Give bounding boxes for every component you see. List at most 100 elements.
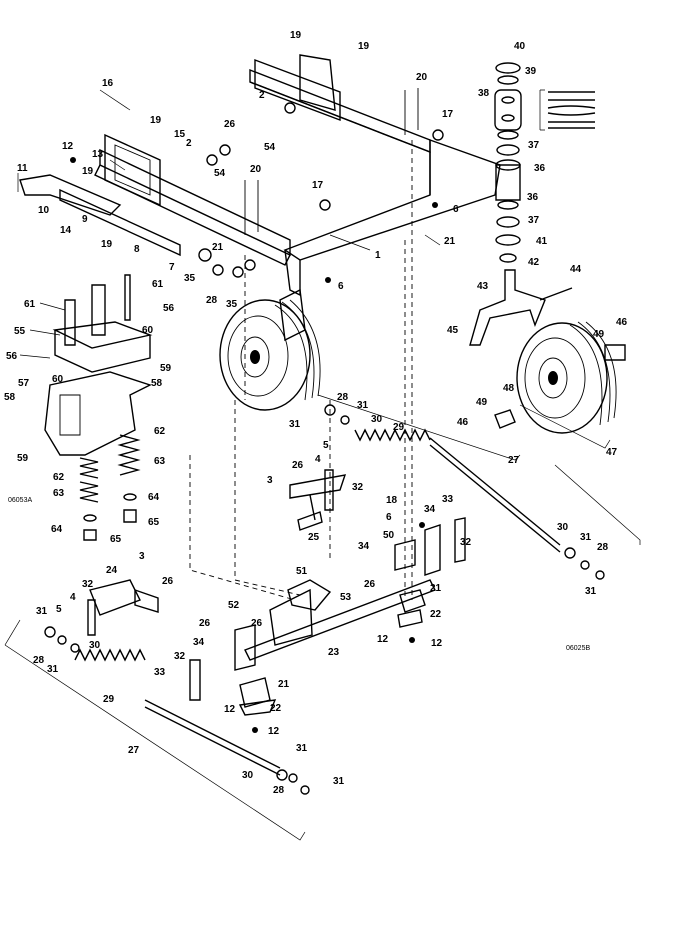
label-5: 5 bbox=[323, 440, 329, 451]
label-57: 57 bbox=[18, 378, 30, 389]
label-31g: 31 bbox=[296, 743, 308, 754]
label-63: 63 bbox=[154, 456, 166, 467]
label-22b: 22 bbox=[270, 703, 282, 714]
label-31c: 31 bbox=[580, 532, 592, 543]
label-19e: 19 bbox=[101, 239, 113, 250]
label-30d: 30 bbox=[242, 770, 254, 781]
label-7: 7 bbox=[169, 262, 175, 273]
label-12: 12 bbox=[62, 141, 74, 152]
label-26f: 26 bbox=[251, 618, 263, 629]
label-62b: 62 bbox=[53, 472, 65, 483]
label-19c: 19 bbox=[150, 115, 162, 126]
label-18: 18 bbox=[386, 495, 398, 506]
spring-mount-detail bbox=[44, 274, 153, 541]
label-56b: 56 bbox=[163, 303, 175, 314]
springs-rods bbox=[4, 394, 641, 841]
label-26d: 26 bbox=[364, 579, 376, 590]
label-8: 8 bbox=[134, 244, 140, 255]
label-12b: 12 bbox=[377, 634, 389, 645]
label-6: 6 bbox=[453, 204, 459, 215]
label-61: 61 bbox=[24, 299, 36, 310]
label-31d: 31 bbox=[585, 586, 597, 597]
label-31: 31 bbox=[289, 419, 301, 430]
label-59: 59 bbox=[160, 363, 172, 374]
label-32c: 32 bbox=[82, 579, 94, 590]
label-54b: 54 bbox=[264, 142, 276, 153]
label-28b: 28 bbox=[206, 295, 218, 306]
label-21: 21 bbox=[444, 236, 456, 247]
label-62: 62 bbox=[154, 426, 166, 437]
caster-assembly-right bbox=[469, 62, 626, 449]
label-27: 27 bbox=[508, 455, 520, 466]
figure-code-left: 06053A bbox=[8, 497, 32, 504]
label-12c: 12 bbox=[431, 638, 443, 649]
label-58: 58 bbox=[4, 392, 16, 403]
label-44: 44 bbox=[570, 264, 582, 275]
label-59b: 59 bbox=[17, 453, 29, 464]
label-49: 49 bbox=[593, 329, 605, 340]
label-38: 38 bbox=[478, 88, 490, 99]
label-19d: 19 bbox=[82, 166, 94, 177]
label-39: 39 bbox=[525, 66, 537, 77]
label-12d: 12 bbox=[224, 704, 236, 715]
label-4: 4 bbox=[315, 454, 321, 465]
label-1: 1 bbox=[375, 250, 381, 261]
label-64: 64 bbox=[148, 492, 160, 503]
lower-linkage bbox=[87, 469, 466, 716]
label-26c: 26 bbox=[162, 576, 174, 587]
label-9: 9 bbox=[82, 214, 88, 225]
label-17b: 17 bbox=[312, 180, 324, 191]
label-37b: 37 bbox=[528, 215, 540, 226]
label-35b: 35 bbox=[226, 299, 238, 310]
figure-code-right: 06025B bbox=[566, 645, 590, 652]
label-14: 14 bbox=[60, 225, 72, 236]
label-22: 22 bbox=[430, 609, 442, 620]
label-49b: 49 bbox=[476, 397, 488, 408]
label-26e: 26 bbox=[199, 618, 211, 629]
label-2b: 2 bbox=[186, 138, 192, 149]
caster-wheel-center bbox=[219, 288, 321, 411]
label-36: 36 bbox=[534, 163, 546, 174]
part-labels: 1 2 2 3 3 4 4 5 5 6 6 6 7 8 9 10 11 12 1… bbox=[4, 30, 628, 796]
label-28c: 28 bbox=[597, 542, 609, 553]
label-58b: 58 bbox=[151, 378, 163, 389]
label-31h: 31 bbox=[333, 776, 345, 787]
label-42: 42 bbox=[528, 257, 540, 268]
label-32b: 32 bbox=[460, 537, 472, 548]
label-48: 48 bbox=[503, 383, 515, 394]
label-6c: 6 bbox=[386, 512, 392, 523]
label-17: 17 bbox=[442, 109, 454, 120]
label-25: 25 bbox=[308, 532, 320, 543]
label-46b: 46 bbox=[457, 417, 469, 428]
label-33: 33 bbox=[442, 494, 454, 505]
label-21c: 21 bbox=[430, 583, 442, 594]
label-15: 15 bbox=[174, 129, 186, 140]
label-20b: 20 bbox=[250, 164, 262, 175]
label-30: 30 bbox=[371, 414, 383, 425]
label-31e: 31 bbox=[36, 606, 48, 617]
label-leaders bbox=[17, 89, 441, 359]
label-40: 40 bbox=[514, 41, 526, 52]
label-64b: 64 bbox=[51, 524, 63, 535]
label-3b: 3 bbox=[139, 551, 145, 562]
label-35: 35 bbox=[184, 273, 196, 284]
label-34: 34 bbox=[424, 504, 436, 515]
label-4b: 4 bbox=[70, 592, 76, 603]
label-51: 51 bbox=[296, 566, 308, 577]
label-28: 28 bbox=[337, 392, 349, 403]
label-60b: 60 bbox=[52, 374, 64, 385]
label-3: 3 bbox=[267, 475, 273, 486]
label-21b: 21 bbox=[212, 242, 224, 253]
label-47: 47 bbox=[606, 447, 618, 458]
label-28d: 28 bbox=[33, 655, 45, 666]
label-6b: 6 bbox=[338, 281, 344, 292]
label-63b: 63 bbox=[53, 488, 65, 499]
label-27b: 27 bbox=[128, 745, 140, 756]
label-41: 41 bbox=[536, 236, 548, 247]
label-31f: 31 bbox=[47, 664, 59, 675]
label-5b: 5 bbox=[56, 604, 62, 615]
label-26b: 26 bbox=[224, 119, 236, 130]
label-52: 52 bbox=[228, 600, 240, 611]
label-36b: 36 bbox=[527, 192, 539, 203]
label-33b: 33 bbox=[154, 667, 166, 678]
